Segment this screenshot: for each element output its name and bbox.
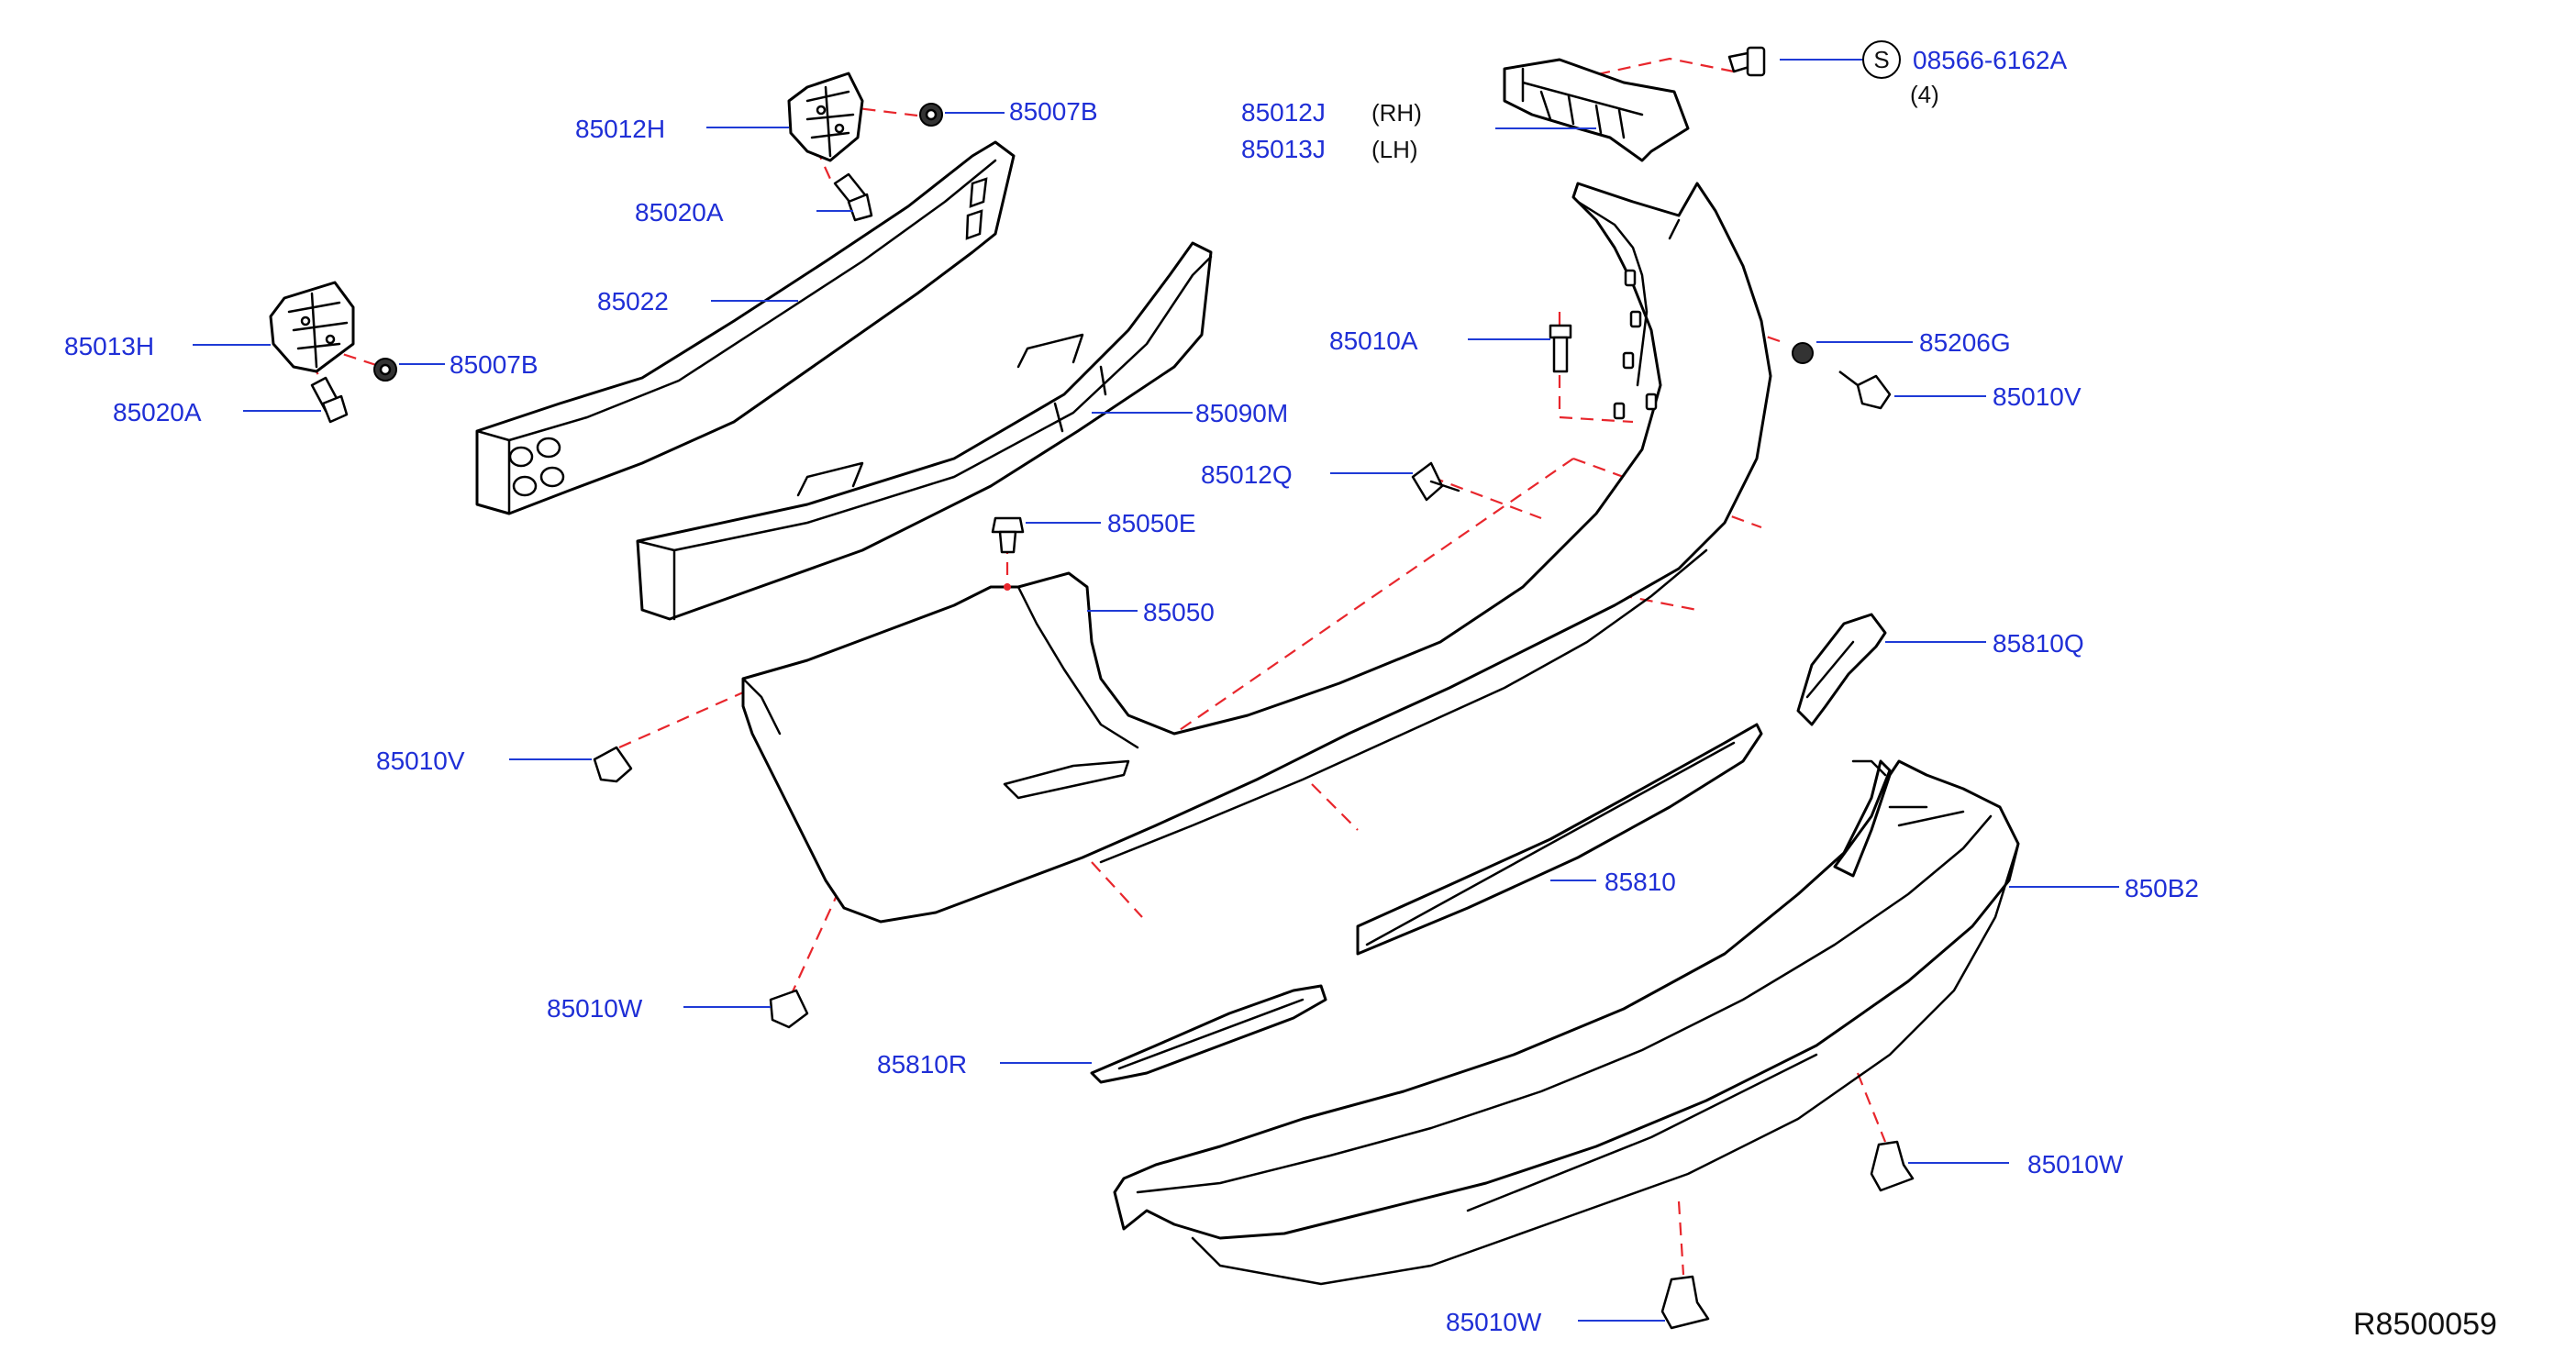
- label-bracket-rh-upper[interactable]: 85012J: [1241, 98, 1326, 127]
- label-molding-end-q[interactable]: 85810Q: [1993, 629, 2084, 658]
- part-labels: S 08566-6162A (4) 85012J (RH) 85013J (LH…: [64, 40, 2497, 1342]
- label-molding-end-r[interactable]: 85810R: [877, 1050, 967, 1079]
- standard-part-symbol: S: [1873, 46, 1889, 73]
- label-bolt-lh[interactable]: 85020A: [113, 398, 202, 426]
- label-bracket-lh-upper[interactable]: 85013J: [1241, 135, 1326, 163]
- label-bolt-rh[interactable]: 85020A: [635, 198, 724, 227]
- bumper-fascia: [741, 182, 1772, 924]
- fasteners: [310, 46, 1915, 1330]
- label-clip-side-right[interactable]: 85010V: [1993, 382, 2082, 411]
- bumper-molding-end-q: [1796, 613, 1887, 726]
- label-stay-lh[interactable]: 85013H: [64, 332, 154, 360]
- label-side-rh: (RH): [1371, 99, 1422, 127]
- label-clip-w-bottom[interactable]: 85010W: [1446, 1308, 1542, 1336]
- label-side-lh: (LH): [1371, 136, 1418, 163]
- label-clip-w-right[interactable]: 85010W: [2027, 1150, 2124, 1178]
- lower-fascia: [1113, 759, 2020, 1286]
- label-fastener-top[interactable]: 85050E: [1107, 509, 1196, 537]
- stay-bracket-rh: [787, 72, 864, 162]
- label-bolt-side[interactable]: 85010A: [1329, 326, 1418, 355]
- bumper-molding-center: [1356, 723, 1763, 956]
- bumper-reinforcement: [475, 140, 1016, 515]
- upper-side-bracket: [1503, 58, 1690, 162]
- label-clip-side-left[interactable]: 85010V: [376, 747, 465, 775]
- label-absorber[interactable]: 85090M: [1195, 399, 1288, 427]
- bumper-molding-end-r: [1090, 984, 1327, 1084]
- label-clip-q[interactable]: 85012Q: [1201, 460, 1293, 489]
- stay-bracket-lh: [269, 281, 355, 373]
- reference-code: R8500059: [2353, 1307, 2497, 1342]
- label-lower-fascia[interactable]: 850B2: [2125, 874, 2199, 902]
- label-reinforcement[interactable]: 85022: [597, 287, 669, 315]
- label-clip-w-left[interactable]: 85010W: [547, 994, 643, 1023]
- label-stay-rh[interactable]: 85012H: [575, 115, 665, 143]
- label-std-quantity: (4): [1910, 81, 1939, 108]
- leader-lines: [193, 59, 2119, 1322]
- label-std-part-number[interactable]: 08566-6162A: [1913, 46, 2067, 74]
- standard-part-symbol-circle: [1862, 40, 1901, 79]
- label-nut-lh[interactable]: 85007B: [450, 350, 539, 379]
- energy-absorber: [636, 241, 1213, 621]
- label-nut-rh[interactable]: 85007B: [1009, 97, 1098, 126]
- label-bumper-fascia[interactable]: 85050: [1143, 598, 1215, 626]
- label-nut-side[interactable]: 85206G: [1919, 328, 2011, 357]
- label-molding-center[interactable]: 85810: [1604, 868, 1676, 896]
